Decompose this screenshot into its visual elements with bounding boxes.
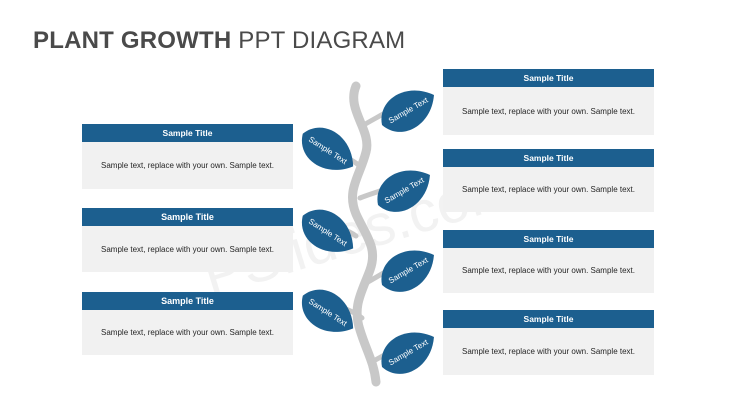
left-box-3-title: Sample Title xyxy=(82,292,293,310)
right-box-4-text: Sample text, replace with your own. Samp… xyxy=(443,328,654,375)
right-box-1-text: Sample text, replace with your own. Samp… xyxy=(443,87,654,135)
slide-title-rest: PPT DIAGRAM xyxy=(238,27,406,54)
right-box-3-title: Sample Title xyxy=(443,230,654,248)
plant-stem xyxy=(348,81,381,387)
right-box-1-title: Sample Title xyxy=(443,69,654,87)
leaf-right-3: Sample Text xyxy=(381,250,434,292)
right-box-1: Sample Title Sample text, replace with y… xyxy=(443,69,654,135)
right-box-2-text: Sample text, replace with your own. Samp… xyxy=(443,167,654,212)
right-box-4: Sample Title Sample text, replace with y… xyxy=(443,310,654,375)
slide-title: PLANT GROWTH PPT DIAGRAM xyxy=(33,27,405,55)
left-box-1: Sample Title Sample text, replace with y… xyxy=(82,124,293,189)
slide-title-bold: PLANT GROWTH xyxy=(33,27,232,54)
left-box-1-text: Sample text, replace with your own. Samp… xyxy=(82,142,293,189)
right-box-3: Sample Title Sample text, replace with y… xyxy=(443,230,654,293)
right-box-4-title: Sample Title xyxy=(443,310,654,328)
left-box-2: Sample Title Sample text, replace with y… xyxy=(82,208,293,272)
leaf-right-4: Sample Text xyxy=(381,332,434,374)
left-box-3-text: Sample text, replace with your own. Samp… xyxy=(82,310,293,355)
left-box-3: Sample Title Sample text, replace with y… xyxy=(82,292,293,355)
leaf-left-1: Sample Text xyxy=(301,127,354,170)
left-box-2-text: Sample text, replace with your own. Samp… xyxy=(82,226,293,272)
leaf-left-2: Sample Text xyxy=(301,209,354,252)
right-box-2-title: Sample Title xyxy=(443,149,654,167)
leaf-left-3: Sample Text xyxy=(301,289,354,332)
right-box-2: Sample Title Sample text, replace with y… xyxy=(443,149,654,212)
left-box-2-title: Sample Title xyxy=(82,208,293,226)
right-box-3-text: Sample text, replace with your own. Samp… xyxy=(443,248,654,293)
left-box-1-title: Sample Title xyxy=(82,124,293,142)
leaf-right-2: Sample Text xyxy=(377,170,430,212)
leaf-right-1: Sample Text xyxy=(381,90,434,132)
